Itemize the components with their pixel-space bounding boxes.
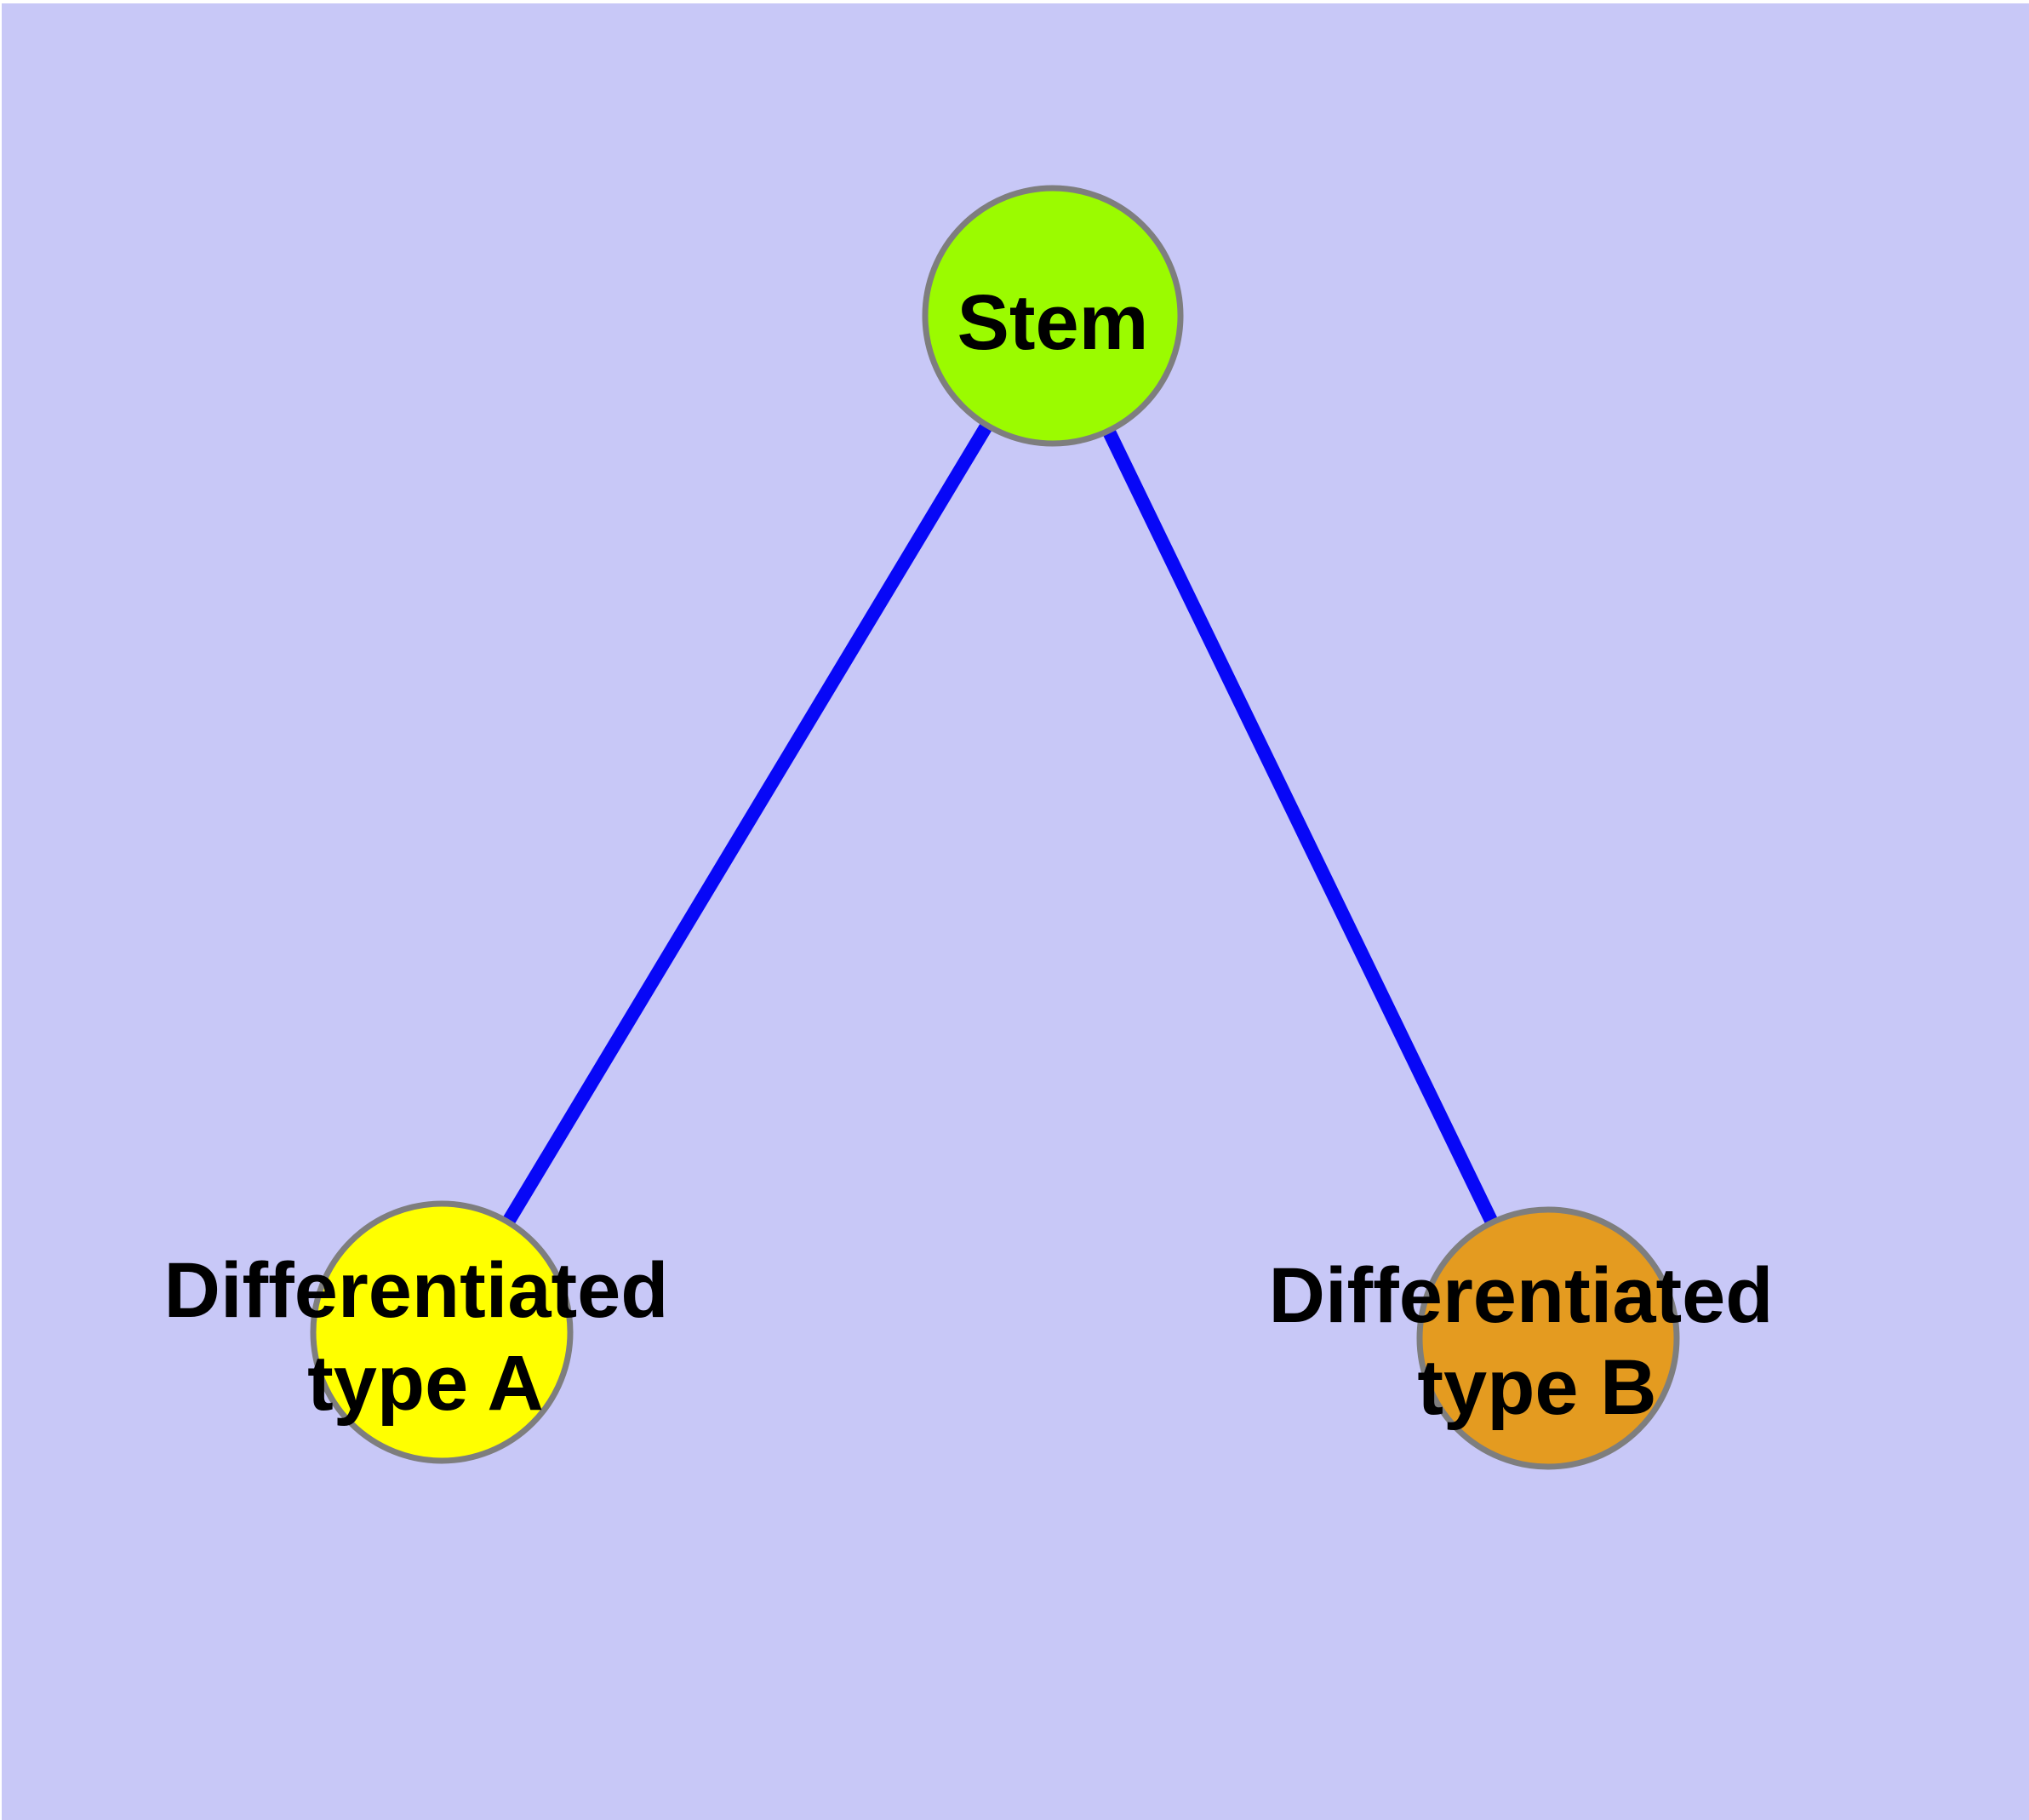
node-differentiated-type-b (1416, 1206, 1680, 1470)
node-differentiated-type-a (310, 1200, 574, 1464)
edge-stem-to-type-b (1046, 312, 1555, 1342)
node-type-a-label-line-2: type A (307, 1340, 544, 1427)
edge-stem-to-type-a (436, 312, 1059, 1336)
node-type-b-label-line-2: type B (1417, 1344, 1656, 1431)
node-type-b-label-line-1: Differentiated (1269, 1252, 1774, 1339)
node-type-a-label-line-1: Differentiated (164, 1247, 669, 1334)
node-stem (922, 185, 1184, 447)
node-stem-label: Stem (957, 279, 1149, 366)
